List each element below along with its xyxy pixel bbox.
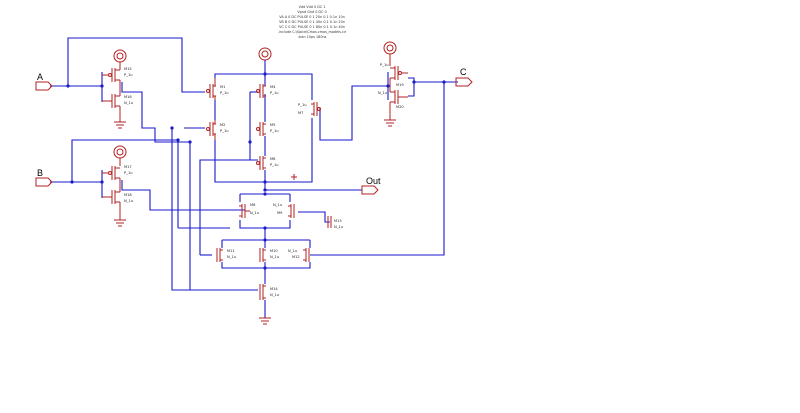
spice-line-7: .tran 10ps 180ns [298,35,327,39]
transistor-m12[interactable]: N_1u M12 [288,248,310,262]
m19-model: P_1u [380,63,389,67]
transistor-m15[interactable]: M15 P_1u [102,67,133,82]
pin-c[interactable]: C [455,67,473,87]
m2-model: P_1u [220,129,229,133]
spice-line-2: Vgnd Gnd 0 DC 0 [297,10,326,14]
transistor-m17[interactable]: M17 P_1u [102,165,133,180]
pin-b-label: B [37,168,43,178]
vdd-symbol-inv-b [113,145,127,166]
transistor-m8[interactable]: M8 N_1u [239,203,259,218]
m6-name: M6 [270,157,276,161]
m6-model: P_1u [270,163,279,167]
ground-symbol-inv-c [384,108,396,127]
ground-symbol-core [259,317,271,325]
m5-name: M5 [270,123,275,127]
transistor-m7[interactable]: P_1u M7 [298,102,321,116]
m17-model: P_1u [124,171,133,175]
wires [50,37,458,318]
transistor-m6[interactable]: M6 P_1u [256,156,279,170]
m11-model: N_1u [227,255,236,259]
transistor-m4[interactable]: M4 P_1u [256,84,279,98]
m17-name: M17 [124,165,132,169]
spice-directives: Vdd Vdd 0 DC 1 Vgnd Gnd 0 DC 0 VA A 0 DC… [278,5,347,39]
m14-model: N_1u [270,293,279,297]
m15-model: P_1u [124,73,133,77]
vdd-symbol-inv-a [113,49,127,70]
transistor-m11[interactable]: M11 N_1u [216,248,236,262]
transistor-m1[interactable]: M1 P_1u [206,78,229,100]
pin-out-label: Out [366,176,381,186]
spice-line-4: VB B 0 DC PULSE 0 1 40n 0.1 0.1n 20n [279,20,345,24]
transistor-m9[interactable]: N_1u M9 [273,203,295,218]
m9-model: N_1u [273,203,282,207]
m7-model: P_1u [298,103,307,107]
pin-c-label: C [460,67,467,77]
crosshair-marker [291,174,297,180]
pin-b[interactable]: B [35,168,53,187]
m4-name: M4 [270,85,276,89]
transistor-m20[interactable]: N_1u M20 [378,90,408,109]
m10-name: M10 [270,249,278,253]
m13-model: N_1u [334,225,343,229]
m1-name: M1 [220,85,225,89]
junctions [66,72,446,270]
spice-line-6: .include C:\Spice\Cmos.cmos_models.cir [278,30,347,34]
ground-symbol-inv-b [114,208,126,227]
vdd-symbol-inv-c [383,41,397,66]
m19-name: M19 [396,83,404,87]
m4-model: P_1u [270,91,279,95]
m9-name: M9 [277,211,283,215]
m2-name: M2 [220,123,225,127]
transistor-m18[interactable]: M18 N_1u [102,190,133,208]
m14-name: M14 [270,287,278,291]
m15-name: M15 [124,67,132,71]
transistor-m10[interactable]: M10 N_1u [259,248,279,262]
m16-name: M16 [124,95,132,99]
m20-name: M20 [396,105,404,109]
m8-name: M8 [250,203,256,207]
ground-symbol-inv-a [114,112,126,129]
transistor-m13[interactable]: M13 N_1u [327,216,343,229]
m20-model: N_1u [378,91,387,95]
transistor-m5[interactable]: M5 P_1u [256,122,279,136]
pin-out[interactable]: Out [361,176,381,195]
transistor-m19[interactable]: P_1u M19 [380,63,408,87]
m13-name: M13 [334,219,342,223]
m18-model: N_1u [124,199,133,203]
m1-model: P_1u [220,91,229,95]
m10-model: N_1u [270,255,279,259]
vdd-symbol-core [258,47,272,61]
m11-name: M11 [227,249,235,253]
transistor-m14[interactable]: M14 N_1u [259,284,279,300]
transistor-m2[interactable]: M2 P_1u [206,120,229,140]
spice-line-1: Vdd Vdd 0 DC 1 [299,5,326,9]
spice-line-3: VA A 0 DC PULSE 0 1 20n 0.1 0.1n 10n [279,15,345,19]
m5-model: P_1u [270,129,279,133]
m12-model: N_1u [288,249,297,253]
m7-name: M7 [298,111,303,115]
spice-line-5: VC C 0 DC PULSE 0 1 80n 0.1 0.1n 40n [279,25,345,29]
m18-name: M18 [124,193,132,197]
pin-a[interactable]: A [35,72,53,91]
transistor-m16[interactable]: M16 N_1u [102,94,133,112]
m8-model: N_1u [250,211,259,215]
m16-model: N_1u [124,101,133,105]
pin-a-label: A [37,72,43,82]
m12-name: M12 [292,255,300,259]
